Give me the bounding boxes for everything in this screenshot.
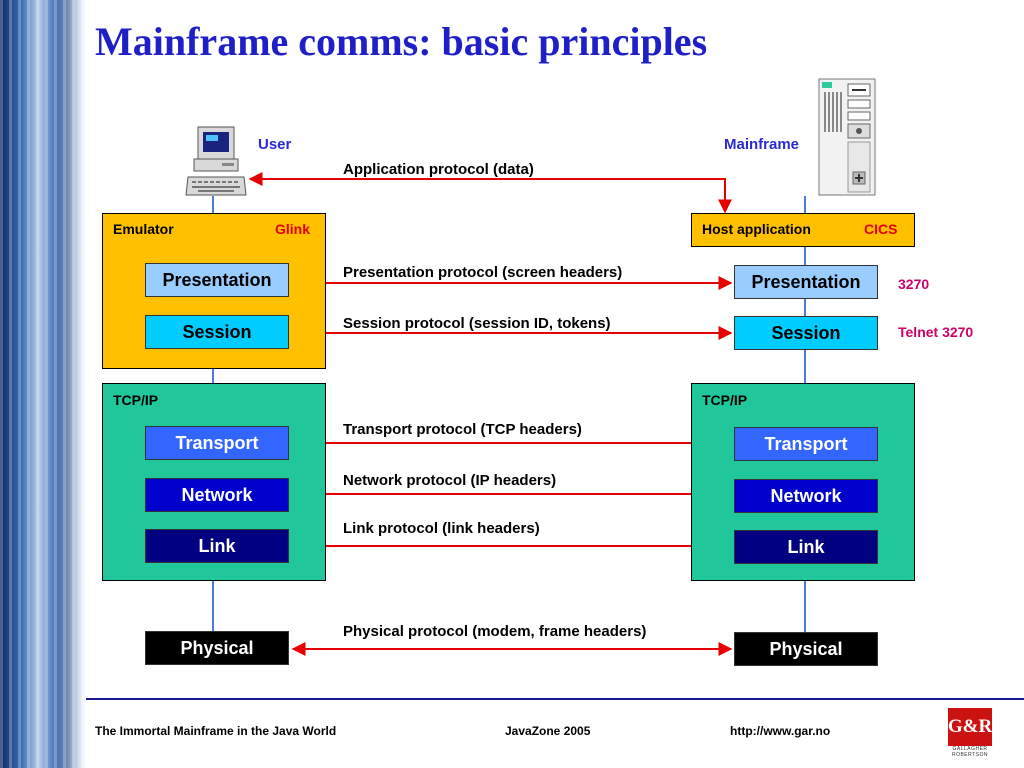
left-link-layer: Link bbox=[145, 529, 289, 563]
right-physical-layer: Physical bbox=[734, 632, 878, 666]
link-protocol-label: Link protocol (link headers) bbox=[343, 520, 540, 537]
left-network-layer: Network bbox=[145, 478, 289, 512]
session-note-telnet: Telnet 3270 bbox=[898, 324, 974, 340]
mainframe-label: Mainframe bbox=[724, 136, 800, 153]
gr-logo: G&R GALLAGHER ROBERTSON bbox=[948, 708, 992, 758]
application-protocol-label: Application protocol (data) bbox=[343, 161, 534, 178]
footer-divider bbox=[86, 698, 1024, 700]
transport-protocol-label: Transport protocol (TCP headers) bbox=[343, 421, 582, 438]
user-label: User bbox=[258, 136, 292, 153]
host-product-label: CICS bbox=[864, 221, 898, 237]
computer-icon bbox=[185, 126, 247, 196]
footer-url-link[interactable]: http://www.gar.no bbox=[730, 724, 831, 738]
presentation-protocol-label: Presentation protocol (screen headers) bbox=[343, 264, 623, 281]
right-session-layer: Session bbox=[734, 316, 878, 350]
left-tcpip-label: TCP/IP bbox=[113, 392, 159, 408]
session-protocol-label: Session protocol (session ID, tokens) bbox=[343, 315, 611, 332]
host-application-group bbox=[691, 213, 915, 247]
decorative-sidebar bbox=[0, 0, 86, 768]
emulator-product-label: Glink bbox=[275, 221, 311, 237]
left-physical-layer: Physical bbox=[145, 631, 289, 665]
left-transport-layer: Transport bbox=[145, 426, 289, 460]
logo-subtext: GALLAGHER ROBERTSON bbox=[951, 746, 989, 758]
right-tcpip-label: TCP/IP bbox=[702, 392, 748, 408]
right-network-layer: Network bbox=[734, 479, 878, 513]
right-link-layer: Link bbox=[734, 530, 878, 564]
page-title: Mainframe comms: basic principles bbox=[95, 19, 708, 64]
footer-center-text: JavaZone 2005 bbox=[505, 724, 591, 738]
logo-text: G&R bbox=[948, 708, 992, 746]
left-presentation-layer: Presentation bbox=[145, 263, 289, 297]
network-protocol-label: Network protocol (IP headers) bbox=[343, 472, 557, 489]
footer-left-text: The Immortal Mainframe in the Java World bbox=[95, 724, 337, 738]
host-application-label: Host application bbox=[702, 221, 811, 237]
physical-protocol-label: Physical protocol (modem, frame headers) bbox=[343, 623, 647, 640]
emulator-label: Emulator bbox=[113, 221, 174, 237]
right-presentation-layer: Presentation bbox=[734, 265, 878, 299]
presentation-note-3270: 3270 bbox=[898, 276, 930, 292]
right-transport-layer: Transport bbox=[734, 427, 878, 461]
left-session-layer: Session bbox=[145, 315, 289, 349]
mainframe-icon bbox=[818, 78, 876, 196]
